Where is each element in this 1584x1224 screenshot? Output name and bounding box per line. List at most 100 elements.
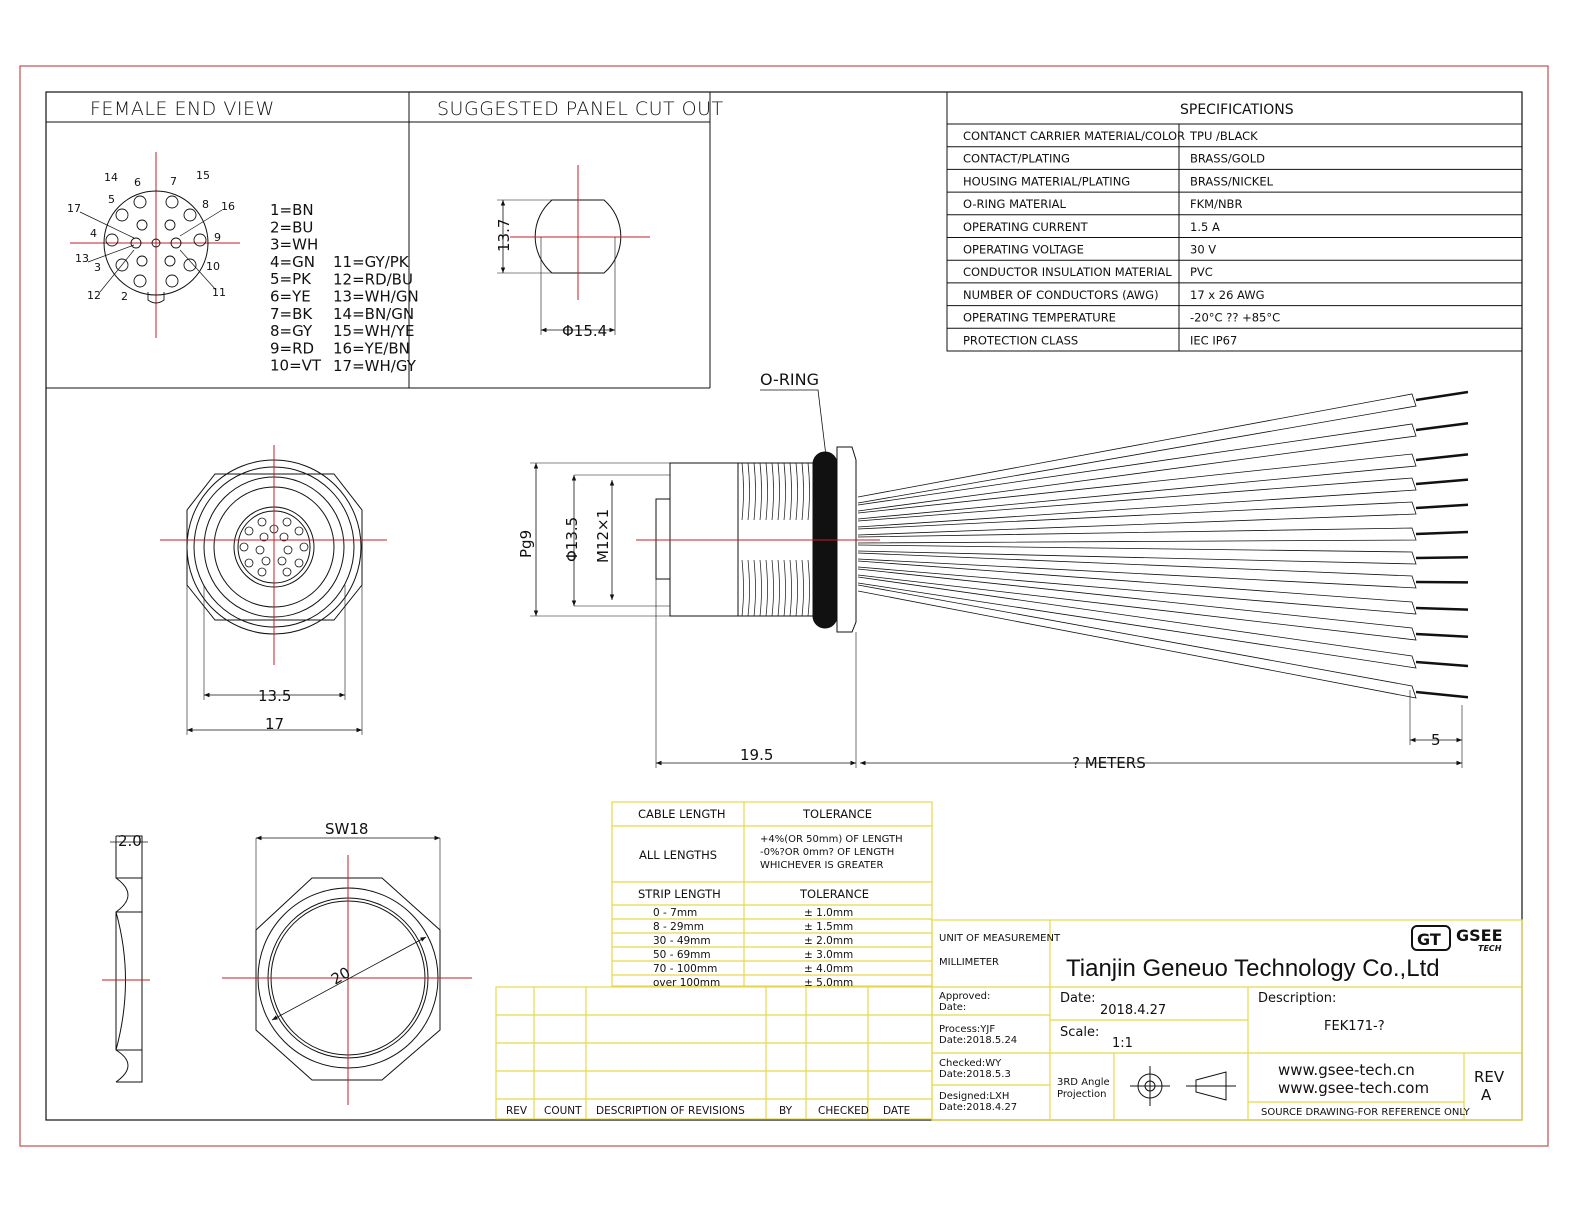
wire-color-item: 13=WH/GN bbox=[333, 288, 419, 306]
wire-color-item: 3=WH bbox=[270, 236, 318, 254]
stripped-conductor bbox=[1415, 390, 1469, 402]
strip-length-tolerance: ± 2.0mm bbox=[804, 935, 853, 947]
spec-label: CONTANCT CARRIER MATERIAL/COLOR bbox=[963, 129, 1185, 143]
stripped-conductor bbox=[1415, 555, 1469, 560]
spec-value: PVC bbox=[1190, 265, 1213, 279]
all-tol-2: -0%?OR 0mm? OF LENGTH bbox=[760, 847, 894, 858]
wire-color-item: 12=RD/BU bbox=[333, 270, 413, 288]
spec-rows: CONTANCT CARRIER MATERIAL/COLOR TPU /BLAC… bbox=[947, 129, 1522, 352]
cable-wire bbox=[857, 527, 1417, 544]
specifications-title: SPECIFICATIONS bbox=[1180, 102, 1294, 118]
pin-number: 11 bbox=[212, 286, 226, 299]
cable-wire bbox=[857, 477, 1417, 528]
checked-label: Checked:WY bbox=[939, 1058, 1002, 1069]
gsee-logo: GT GSEE TECH bbox=[1411, 925, 1503, 953]
cable-length-dim: ? METERS bbox=[1072, 754, 1146, 772]
spec-label: OPERATING TEMPERATURE bbox=[963, 311, 1116, 325]
wire-color-item: 1=BN bbox=[270, 201, 314, 219]
stripped-conductor bbox=[1415, 503, 1469, 510]
strip-length-tolerance: ± 1.5mm bbox=[804, 921, 853, 933]
strip-length-tolerance: ± 5.0mm bbox=[804, 977, 853, 989]
projection-line-1: 3RD Angle bbox=[1057, 1077, 1110, 1088]
description-label: Description: bbox=[1258, 991, 1336, 1006]
tolerance-header-2: TOLERANCE bbox=[799, 887, 869, 901]
revision-column-header: DESCRIPTION OF REVISIONS bbox=[596, 1105, 745, 1117]
spec-value: BRASS/GOLD bbox=[1190, 152, 1265, 166]
thread-line bbox=[765, 462, 768, 617]
front-outer-dim: 17 bbox=[265, 715, 284, 733]
pin-number: 15 bbox=[196, 169, 210, 182]
dia135-label: Φ13.5 bbox=[563, 517, 581, 562]
cable-length-header: CABLE LENGTH bbox=[638, 807, 726, 821]
approved-label: Approved: bbox=[939, 991, 990, 1002]
scale-label: Scale: bbox=[1060, 1025, 1099, 1040]
pin-number: 16 bbox=[221, 200, 235, 213]
spec-label: O-RING MATERIAL bbox=[963, 197, 1067, 211]
spec-value: 17 x 26 AWG bbox=[1190, 288, 1265, 302]
strip-length-header: STRIP LENGTH bbox=[638, 887, 721, 901]
panel-cutout-title: SUGGESTED PANEL CUT OUT bbox=[437, 98, 724, 120]
cable-wire bbox=[857, 560, 1417, 615]
revision-table bbox=[495, 986, 933, 1120]
projection-line-2: Projection bbox=[1057, 1089, 1106, 1100]
wire-color-item: 2=BU bbox=[270, 218, 313, 236]
nut-thickness-dim: 2.0 bbox=[118, 832, 142, 850]
revision-column-header: REV bbox=[506, 1105, 528, 1117]
nut-side-view bbox=[102, 835, 150, 1083]
thread-line bbox=[789, 462, 792, 617]
spec-value: TPU /BLACK bbox=[1189, 129, 1258, 143]
pin-number: 14 bbox=[104, 171, 118, 184]
nut-dia-dim: 20 bbox=[328, 963, 354, 988]
wire-color-item: 4=GN bbox=[270, 253, 315, 271]
thread-line bbox=[747, 462, 750, 617]
panel-cutout-drawing bbox=[497, 165, 650, 335]
cable-wire bbox=[857, 393, 1417, 504]
spec-value: FKM/NBR bbox=[1190, 197, 1242, 211]
strip-length-range: 30 - 49mm bbox=[653, 935, 711, 947]
description-value: FEK171-? bbox=[1324, 1019, 1385, 1034]
spec-label: CONTACT/PLATING bbox=[963, 152, 1070, 166]
wire-color-item: 11=GY/PK bbox=[333, 253, 410, 271]
svg-text:GSEE: GSEE bbox=[1456, 926, 1503, 945]
pin-number: 6 bbox=[134, 176, 141, 189]
wire-color-item: 8=GY bbox=[270, 322, 313, 340]
approved-date: Date: bbox=[939, 1002, 966, 1013]
m12-label: M12×1 bbox=[594, 509, 612, 563]
side-view bbox=[530, 389, 1469, 768]
front-inner-dim: 13.5 bbox=[258, 687, 291, 705]
process-label: Process:YJF bbox=[939, 1024, 995, 1035]
cable-wire bbox=[857, 453, 1417, 520]
cutout-height-label: 13.7 bbox=[495, 219, 513, 252]
checked-date: Date:2018.5.3 bbox=[939, 1069, 1011, 1080]
sheet-border bbox=[19, 65, 1549, 1147]
pin-number: 5 bbox=[108, 193, 115, 206]
stripped-conductor bbox=[1415, 690, 1469, 699]
thread-line bbox=[783, 462, 786, 617]
strip-length-range: over 100mm bbox=[653, 977, 720, 989]
stripped-conductor bbox=[1415, 453, 1469, 462]
strip-length-range: 50 - 69mm bbox=[653, 949, 711, 961]
spec-value: 30 V bbox=[1190, 243, 1216, 257]
front-view bbox=[160, 445, 387, 735]
thread-line bbox=[807, 462, 810, 617]
spec-value: 1.5 A bbox=[1190, 220, 1220, 234]
pin-number: 4 bbox=[90, 227, 97, 240]
stripped-conductor bbox=[1415, 632, 1469, 639]
website-com[interactable]: www.gsee-tech.com bbox=[1278, 1079, 1429, 1097]
spec-value: -20°C ?? +85°C bbox=[1190, 311, 1280, 325]
wire-color-item: 17=WH/GY bbox=[333, 357, 417, 375]
wire-color-list-right: 11=GY/PK12=RD/BU13=WH/GN14=BN/GN15=WH/YE… bbox=[333, 253, 419, 375]
designed-label: Designed:LXH bbox=[939, 1091, 1009, 1102]
thread-line bbox=[741, 462, 744, 617]
website-cn[interactable]: www.gsee-tech.cn bbox=[1278, 1061, 1415, 1079]
cable-wire bbox=[857, 568, 1417, 641]
rev-label: REV bbox=[1474, 1068, 1505, 1086]
pin-number: 2 bbox=[121, 290, 128, 303]
stripped-conductor bbox=[1415, 530, 1469, 536]
thread-line bbox=[759, 462, 762, 617]
wire-color-list-left: 1=BN2=BU3=WH4=GN5=PK6=YE7=BK8=GY9=RD10=V… bbox=[270, 201, 322, 375]
spec-label: OPERATING CURRENT bbox=[963, 220, 1089, 234]
pin-number: 13 bbox=[75, 252, 89, 265]
